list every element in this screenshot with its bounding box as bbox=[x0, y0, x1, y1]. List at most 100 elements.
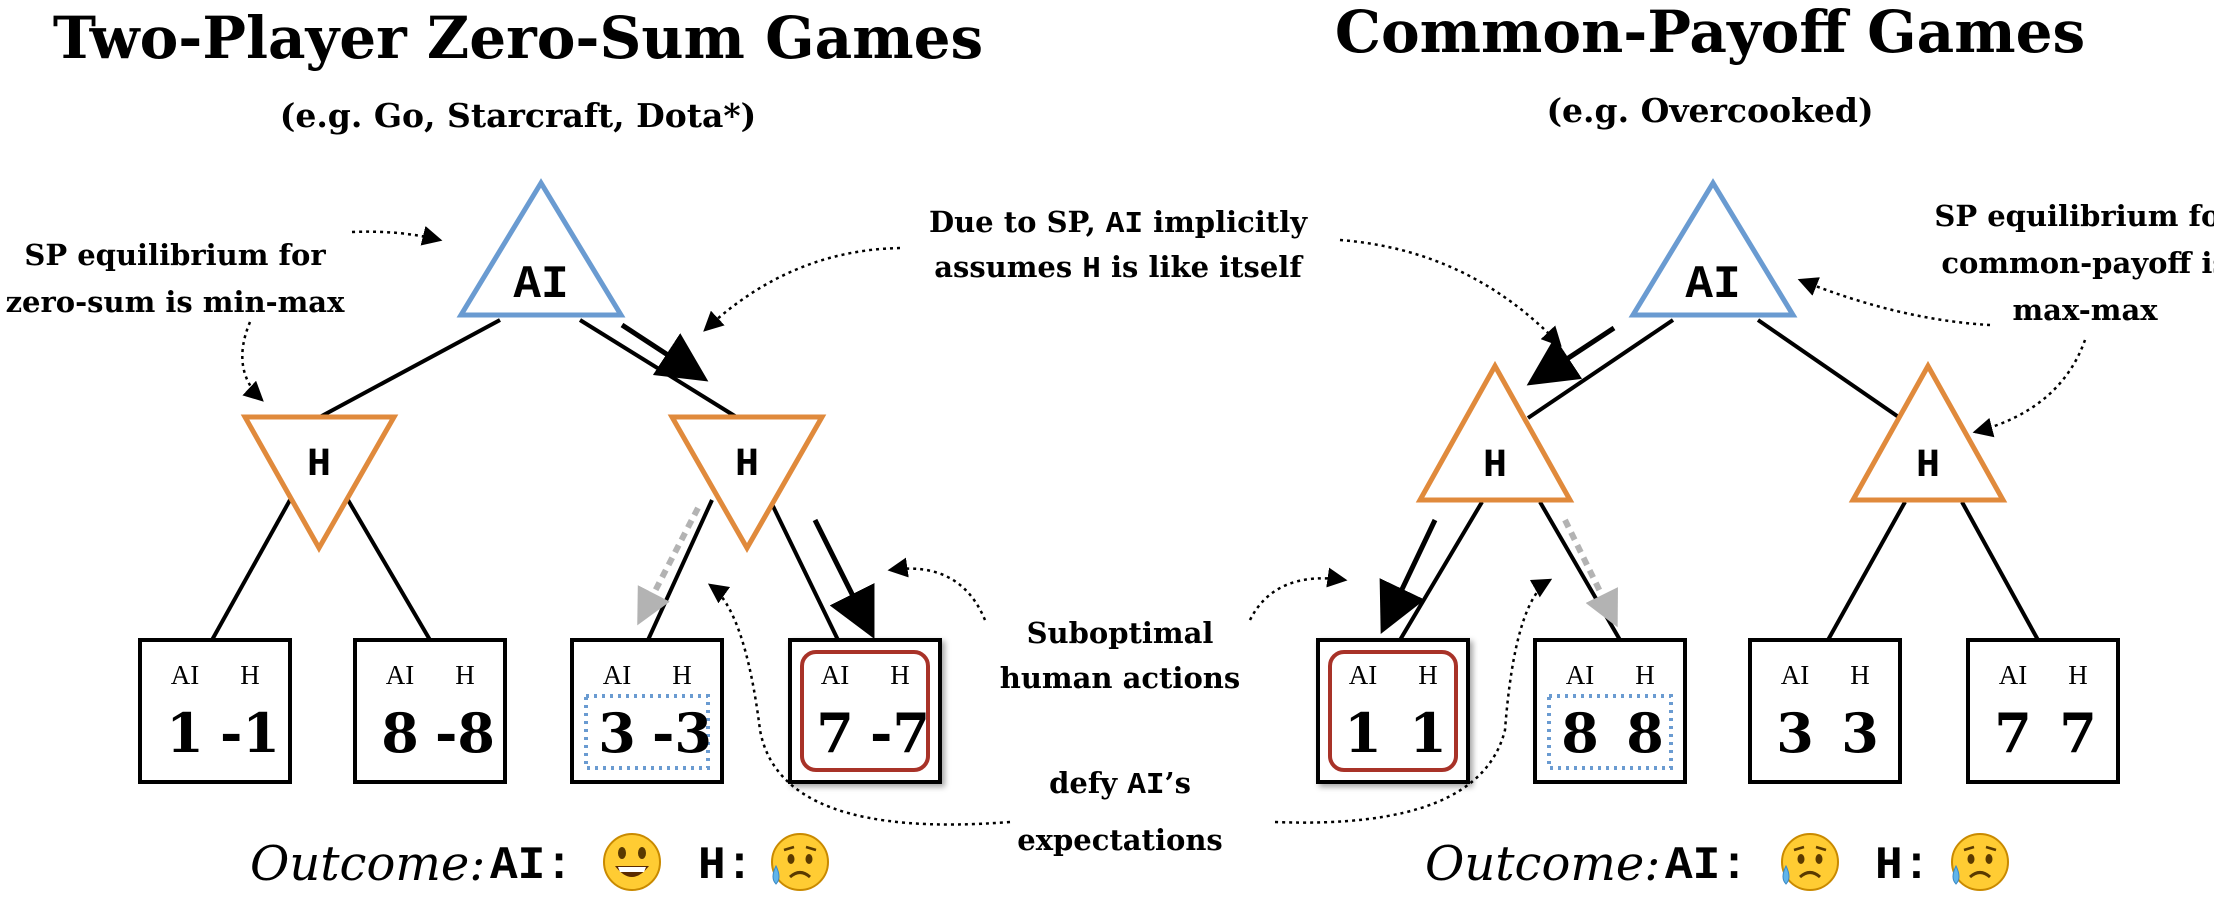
left-outcome-label: Outcome: bbox=[250, 836, 485, 892]
left-h-node-1: H bbox=[240, 414, 399, 554]
leaf-header-ai: AI bbox=[171, 660, 200, 690]
left-outcome-ai: AI: bbox=[490, 840, 573, 892]
center-subopt-line1: Suboptimal bbox=[1027, 616, 1214, 650]
leaf-header-ai: AI bbox=[1566, 660, 1595, 690]
leaf-value-ai: 3 bbox=[1776, 701, 1814, 765]
right-h-node-1: H bbox=[1415, 360, 1575, 503]
right-outcome-label: Outcome: bbox=[1425, 836, 1660, 892]
right-suboptimal-arrow bbox=[1562, 518, 1618, 628]
leaf-value-ai: 8 bbox=[381, 701, 419, 765]
leaf-value-h: 3 bbox=[1841, 701, 1879, 765]
left-h-node-2: H bbox=[667, 414, 827, 554]
right-h-label-1: H bbox=[1483, 444, 1507, 489]
right-outcome-h: H: bbox=[1875, 840, 1930, 892]
left-annotation-line1: SP equilibrium for bbox=[24, 238, 326, 272]
right-subtitle: (e.g. Overcooked) bbox=[1546, 91, 1873, 130]
leaf-header-ai: AI bbox=[386, 660, 415, 690]
center-defy-line2: expectations bbox=[1017, 823, 1222, 857]
leaf-value-h: 8 bbox=[1626, 701, 1664, 765]
leaf-value-ai: 8 bbox=[1561, 701, 1599, 765]
left-subtitle: (e.g. Go, Starcraft, Dota*) bbox=[280, 96, 757, 135]
leaf-header-h: H bbox=[1635, 660, 1655, 690]
right-annotation-line1: SP equilibrium for bbox=[1934, 199, 2214, 233]
left-root-label: AI bbox=[513, 259, 568, 311]
leaf-value-h: -7 bbox=[870, 701, 930, 765]
right-root-node: AI bbox=[1628, 178, 1798, 318]
leaf-value-h: 7 bbox=[2059, 701, 2097, 765]
leaf-header-ai: AI bbox=[603, 660, 632, 690]
leaf-header-h: H bbox=[455, 660, 475, 690]
right-root-label: AI bbox=[1685, 259, 1740, 311]
actual-outcome-highlight bbox=[1547, 694, 1673, 770]
leaf-value-h: -1 bbox=[220, 701, 280, 765]
right-annot-arrow-top bbox=[1797, 277, 1991, 327]
left-h-label-1: H bbox=[307, 443, 331, 488]
leaf-box bbox=[353, 638, 507, 784]
left-tree-edges bbox=[210, 318, 840, 642]
right-annotation-line3: max-max bbox=[2012, 293, 2158, 327]
leaf-header-h: H bbox=[1850, 660, 1870, 690]
left-expected-arrows bbox=[620, 322, 875, 639]
leaf-box bbox=[1316, 638, 1470, 784]
sad-sweat-face-icon bbox=[1951, 833, 2009, 891]
right-h-label-2: H bbox=[1916, 444, 1940, 489]
leaf-header-h: H bbox=[2068, 660, 2088, 690]
left-title: Two-Player Zero-Sum Games bbox=[53, 4, 983, 72]
actual-outcome-highlight bbox=[584, 694, 710, 770]
left-outcome-h: H: bbox=[698, 840, 753, 892]
leaf-header-h: H bbox=[890, 660, 910, 690]
right-h-node-2: H bbox=[1848, 360, 2008, 503]
center-subopt-arrow-right bbox=[1248, 567, 1348, 621]
left-leaf-3: AI H 3-3 bbox=[570, 638, 724, 784]
leaf-header-ai: AI bbox=[1781, 660, 1810, 690]
leaf-box bbox=[1748, 638, 1902, 784]
right-annot-arrow-bottom bbox=[1972, 339, 2087, 438]
center-assume-line1: Due to SP, AI implicitly bbox=[929, 205, 1308, 242]
leaf-header-ai: AI bbox=[1999, 660, 2028, 690]
left-outcome: Outcome: AI: H: bbox=[250, 833, 829, 892]
left-annot-arrow-bottom bbox=[241, 321, 264, 402]
right-tree-edges bbox=[1398, 318, 2040, 642]
leaf-value-ai: 3 bbox=[598, 701, 636, 765]
center-subopt-arrow-left bbox=[887, 557, 987, 621]
leaf-value-h: -3 bbox=[652, 701, 712, 765]
right-annotation-line2: common-payoff is bbox=[1941, 246, 2214, 280]
left-h-label-2: H bbox=[735, 443, 759, 488]
leaf-box bbox=[788, 638, 942, 784]
leaf-header-h: H bbox=[1418, 660, 1438, 690]
right-expected-arrows bbox=[1379, 325, 1616, 635]
leaf-box bbox=[570, 638, 724, 784]
left-leaf-1: AI H 1-1 bbox=[138, 638, 292, 784]
left-annotation-line2: zero-sum is min-max bbox=[6, 285, 346, 319]
center-defy-line1: defy AI’s bbox=[1049, 766, 1191, 803]
leaf-value-ai: 1 bbox=[166, 701, 204, 765]
leaf-header-ai: AI bbox=[1349, 660, 1378, 690]
right-outcome: Outcome: AI: H: bbox=[1425, 833, 2009, 892]
leaf-box bbox=[1533, 638, 1687, 784]
expected-outcome-highlight bbox=[1328, 650, 1458, 772]
center-assume-line2: assumes H is like itself bbox=[934, 250, 1304, 287]
sad-sweat-face-icon bbox=[1781, 833, 1839, 891]
left-root-node: AI bbox=[456, 178, 626, 318]
leaf-header-ai: AI bbox=[821, 660, 850, 690]
center-defy-arrow-left bbox=[707, 583, 1011, 826]
leaf-box bbox=[138, 638, 292, 784]
left-suboptimal-arrow bbox=[637, 506, 701, 626]
leaf-header-h: H bbox=[240, 660, 260, 690]
leaf-box bbox=[1966, 638, 2120, 784]
center-subopt-line2: human actions bbox=[1000, 661, 1240, 695]
leaf-value-h: 1 bbox=[1409, 701, 1447, 765]
center-assume-arrow-left bbox=[703, 246, 901, 332]
center-assume-arrow-right bbox=[1339, 238, 1562, 347]
right-title: Common-Payoff Games bbox=[1335, 0, 2085, 66]
leaf-value-ai: 7 bbox=[1994, 701, 2032, 765]
leaf-header-h: H bbox=[672, 660, 692, 690]
right-outcome-ai: AI: bbox=[1665, 840, 1748, 892]
